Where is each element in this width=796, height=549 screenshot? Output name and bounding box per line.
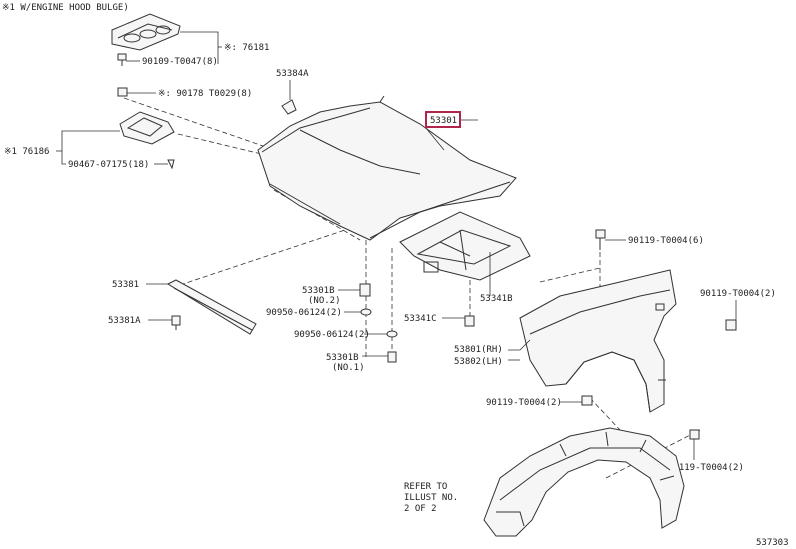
refer-note-line-1: REFER TO (404, 482, 447, 492)
label-90119-t0004-6[interactable]: 90119-T0004(6) (628, 236, 704, 246)
footer-code: 537303 (756, 538, 789, 548)
label-90950-06124-a[interactable]: 90950-06124(2) (266, 308, 342, 318)
label-90467-07175[interactable]: 90467-07175(18) (68, 160, 149, 170)
label-90178-t0029[interactable]: ※: 90178 T0029(8) (158, 89, 252, 99)
label-53301b-top[interactable]: 53301B (302, 286, 335, 296)
label-53341c[interactable]: 53341C (404, 314, 437, 324)
refer-note-line-3: 2 OF 2 (404, 504, 437, 514)
bolt-90119-2-right (725, 319, 737, 331)
bolt-90119-6 (595, 229, 606, 250)
clip-90178 (117, 87, 128, 97)
label-90119-t0004-2-right[interactable]: 90119-T0004(2) (700, 289, 776, 299)
bolt-90119-2-bottom (689, 429, 700, 440)
screw-90950-b (386, 330, 398, 338)
label-53301b-top-note: (NO.2) (308, 296, 341, 306)
label-90119-t0004-2-left[interactable]: 90119-T0004(2) (486, 398, 562, 408)
label-53384a[interactable]: 53384A (276, 69, 309, 79)
clip-53341c (464, 315, 475, 327)
fender-liner (483, 427, 685, 537)
screw-90950-a (360, 308, 372, 316)
label-53801-rh[interactable]: 53801(RH) (454, 345, 503, 355)
front-fender-53801 (519, 269, 677, 413)
label-53301b-bottom[interactable]: 53301B (326, 353, 359, 363)
refer-note-line-2: ILLUST NO. (404, 493, 458, 503)
bolt-90109 (117, 53, 127, 66)
cushion-53301b-no1 (387, 351, 397, 363)
label-53301b-bottom-note: (NO.1) (332, 363, 365, 373)
bolt-90119-2-left (581, 395, 593, 406)
label-76186[interactable]: ※1 76186 (4, 147, 49, 157)
label-53802-lh[interactable]: 53802(LH) (454, 357, 503, 367)
label-53341b[interactable]: 53341B (480, 294, 513, 304)
seal-strip-53381 (166, 279, 257, 335)
label-53381[interactable]: 53381 (112, 280, 139, 290)
label-90950-06124-b[interactable]: 90950-06124(2) (294, 330, 370, 340)
hood-bulge-scoop (111, 13, 181, 51)
label-53381a[interactable]: 53381A (108, 316, 141, 326)
cushion-53301b-no2 (359, 283, 371, 297)
label-53301[interactable]: 53301 (430, 116, 457, 126)
header-note: ※1 W/ENGINE HOOD BULGE) (2, 3, 129, 13)
hood-frame-53341b (399, 211, 531, 281)
label-76181[interactable]: ※: 76181 (224, 43, 269, 53)
label-90109-t0047[interactable]: 90109-T0047(8) (142, 57, 218, 67)
hood-insulator-76186 (119, 111, 175, 145)
hood-stopper-53384a (281, 99, 297, 115)
label-90119-t0004-2-bottom[interactable]: 90119-T0004(2) (668, 463, 744, 473)
clip-53381a (171, 315, 181, 330)
hood-panel-53301 (257, 95, 517, 241)
